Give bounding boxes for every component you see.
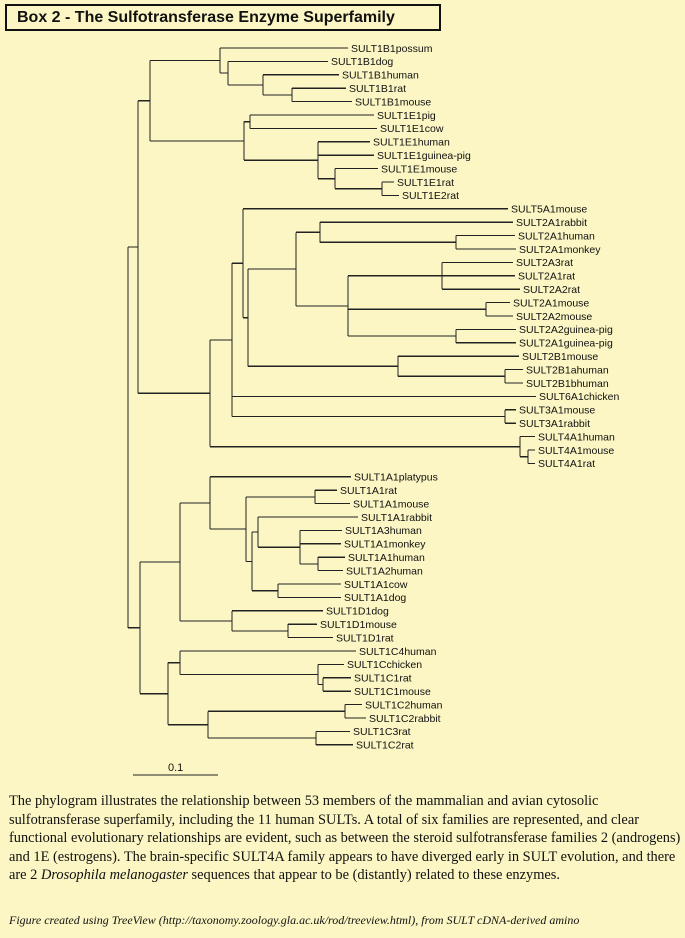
caption: The phylogram illustrates the relationsh…: [9, 792, 681, 885]
taxon-label: SULT1A1rat: [340, 485, 397, 497]
taxon-label: SULT1Cchicken: [347, 659, 422, 671]
taxon-label: SULT1B1mouse: [355, 96, 431, 108]
taxon-label: SULT1C1rat: [354, 673, 412, 685]
taxon-label: SULT4A1rat: [538, 458, 595, 470]
taxon-label: SULT1C2rabbit: [369, 713, 441, 725]
taxon-label: SULT2A2mouse: [516, 311, 592, 323]
taxon-label: SULT2A3rat: [516, 257, 573, 269]
taxon-label: SULT1E1guinea-pig: [377, 150, 471, 162]
page-title: Box 2 - The Sulfotransferase Enzyme Supe…: [17, 9, 395, 26]
taxon-label: SULT4A1human: [538, 431, 615, 443]
taxon-label: SULT1A2human: [346, 565, 423, 577]
taxon-label: SULT1E1rat: [397, 177, 454, 189]
taxon-label: SULT2A1human: [518, 230, 595, 242]
taxon-label: SULT1B1human: [342, 70, 419, 82]
taxon-label: SULT1C3rat: [353, 726, 411, 738]
taxon-label: SULT1E1pig: [377, 110, 436, 122]
taxon-label: SULT6A1chicken: [539, 391, 620, 403]
taxon-label: SULT2A2guinea-pig: [519, 324, 613, 336]
caption-text-2: sequences that appear to be (distantly) …: [187, 867, 560, 883]
taxon-label: SULT1B1rat: [349, 83, 406, 95]
taxon-label: SULT1D1mouse: [320, 619, 397, 631]
taxon-label: SULT1A1human: [348, 552, 425, 564]
taxon-label: SULT1B1dog: [331, 56, 393, 68]
taxon-label: SULT1E1cow: [380, 123, 444, 135]
taxon-label: SULT2A1mouse: [513, 297, 589, 309]
taxon-label: SULT1D1rat: [336, 632, 394, 644]
taxon-label: SULT2B1bhuman: [526, 378, 609, 390]
taxon-label: SULT1D1dog: [326, 606, 389, 618]
phylogram: SULT1B1possumSULT1B1dogSULT1B1humanSULT1…: [127, 43, 620, 776]
taxon-label: SULT1C4human: [359, 646, 437, 658]
title-box: Box 2 - The Sulfotransferase Enzyme Supe…: [5, 4, 441, 31]
taxon-label: SULT1A1monkey: [344, 539, 426, 551]
taxon-label: SULT2A2rat: [523, 284, 580, 296]
taxon-label: SULT1E1human: [373, 137, 450, 149]
footnote: Figure created using TreeView (http://ta…: [9, 913, 580, 927]
taxon-label: SULT1A3human: [345, 525, 422, 537]
taxon-label: SULT1C1mouse: [354, 686, 431, 698]
caption-text-1: The phylogram illustrates the relationsh…: [9, 793, 681, 883]
taxon-label: SULT2A1rabbit: [516, 217, 587, 229]
taxon-label: SULT2A1guinea-pig: [519, 338, 613, 350]
taxon-label: SULT2A1rat: [518, 271, 575, 283]
taxon-label: SULT1C2human: [365, 699, 443, 711]
taxon-label: SULT1A1cow: [344, 579, 408, 591]
taxon-label: SULT1A1platypus: [354, 472, 438, 484]
taxon-label: SULT3A1rabbit: [519, 418, 590, 430]
taxon-label: SULT1B1possum: [351, 43, 433, 55]
taxon-label: SULT3A1mouse: [519, 405, 595, 417]
taxon-label: SULT1E2rat: [402, 190, 459, 202]
taxon-label: SULT5A1mouse: [511, 204, 587, 216]
caption-species: Drosophila melanogaster: [40, 867, 188, 883]
taxon-label: SULT1E1mouse: [381, 163, 457, 175]
taxon-label: SULT1C2rat: [356, 740, 414, 752]
scale-bar-label: 0.1: [168, 762, 183, 774]
taxon-label: SULT1A1rabbit: [361, 512, 432, 524]
taxon-label: SULT2A1monkey: [519, 244, 601, 256]
taxon-label: SULT2B1mouse: [522, 351, 598, 363]
taxon-label: SULT4A1mouse: [538, 445, 614, 457]
taxon-label: SULT1A1dog: [344, 592, 406, 604]
taxon-label: SULT1A1mouse: [353, 498, 429, 510]
taxon-label: SULT2B1ahuman: [526, 364, 609, 376]
